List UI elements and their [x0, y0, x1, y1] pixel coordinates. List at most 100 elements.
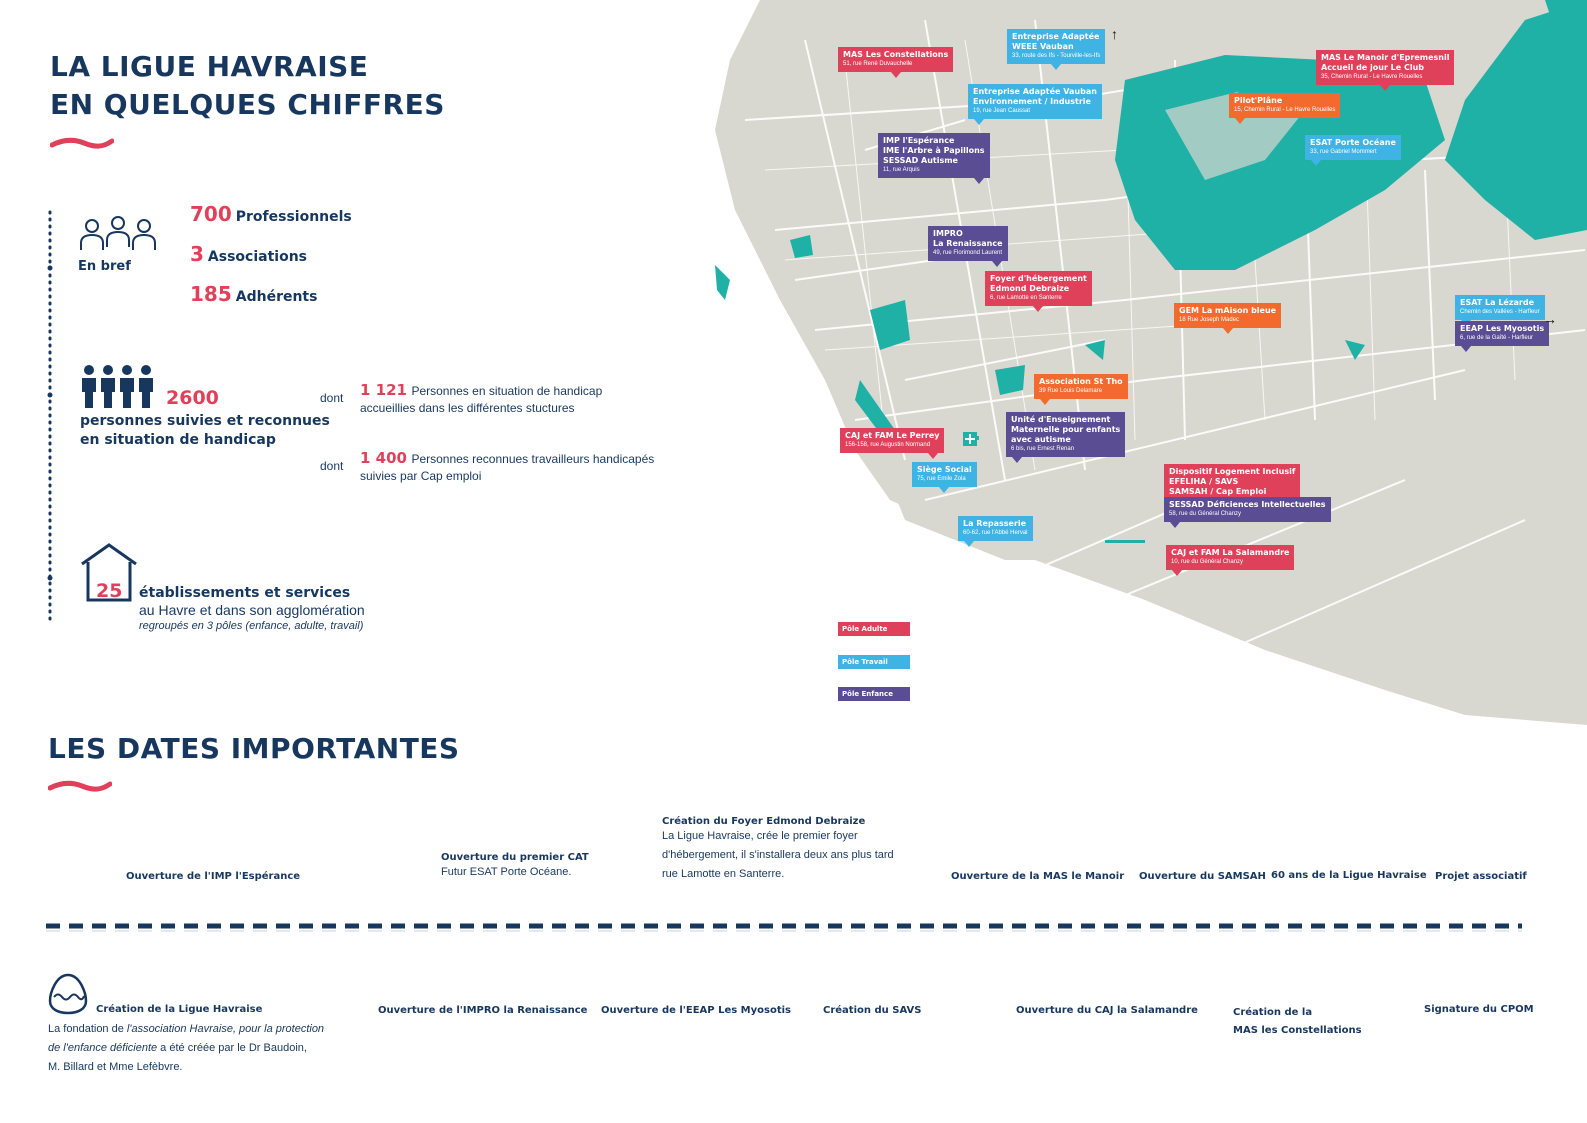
pin-address: 51, rue René Duvauchelle: [843, 61, 913, 67]
persons-group-icon: [82, 365, 153, 408]
pin-siege-social[interactable]: Siège Social 75, rue Emile Zola: [912, 462, 977, 493]
etablissements-line3: regroupés en 3 pôles (enfance, adulte, t…: [139, 620, 364, 632]
pin-entreprise-adaptee-vauban[interactable]: Entreprise Adaptée Vauban Environnement …: [968, 84, 1102, 125]
pin-address: 6, rue Lamotte en Santerre: [990, 295, 1062, 301]
stat-value: 185: [190, 282, 232, 306]
pin-address: 33, rue Gabriel Mommert: [1310, 149, 1377, 155]
arrow-up-icon: ↑: [1111, 26, 1118, 42]
date-samsah: Ouverture du SAMSAH: [1139, 871, 1266, 882]
pin-address: 18 Rue Joseph Madec: [1179, 317, 1240, 323]
stat-adherents: 185 Adhérents: [190, 282, 317, 306]
date-title: Ouverture du premier CAT: [441, 852, 589, 863]
pin-title: Siège Social: [917, 465, 972, 474]
title-underline-decoration: [50, 137, 114, 149]
pin-address: 49, rue Florimond Laurent: [933, 250, 1003, 256]
pin-title-2: La Renaissance: [933, 239, 1003, 248]
desc-italic-part: l'association Havraise, pour la protecti…: [126, 1023, 325, 1035]
bref-label: En bref: [78, 259, 131, 274]
pin-address: 156-158, rue Augustin Normand: [845, 442, 931, 448]
desc-line3: M. Billard et Mme Lefèbvre.: [48, 1061, 183, 1073]
date-foyer-debraize: Création du Foyer Edmond Debraize La Lig…: [662, 816, 920, 884]
etablissements-label: établissements et services au Havre et d…: [139, 585, 365, 632]
pin-mas-les-constellations[interactable]: MAS Les Constellations 51, rue René Duva…: [838, 47, 954, 78]
desc-part: a été créée par le Dr Baudoin,: [157, 1042, 307, 1054]
dont-label-2: dont: [320, 459, 344, 473]
date-impro-renaissance: Ouverture de l'IMPRO la Renaissance: [378, 1005, 588, 1016]
desc-part: La fondation de: [48, 1023, 127, 1035]
pin-caj-fam-salamandre[interactable]: CAJ et FAM La Salamandre 10, rue du Géné…: [1166, 545, 1295, 576]
pin-entreprise-adaptee-weee[interactable]: Entreprise Adaptée WEEE Vauban 33, route…: [1007, 29, 1106, 70]
pin-title: Entreprise Adaptée Vauban: [973, 87, 1097, 96]
pin-foyer-edmond-debraize[interactable]: Foyer d'hébergement Edmond Debraize 6, r…: [985, 271, 1092, 312]
pin-la-repasserie[interactable]: La Repasserie 60-62, rue l'Abbé Herval: [958, 516, 1033, 547]
dont-text-2b: suivies par Cap emploi: [360, 469, 482, 483]
date-cpom: Signature du CPOM: [1424, 1004, 1534, 1015]
pin-pilot-plane[interactable]: Pilot'Plâne 15, Chemin Rural - Le Havre …: [1229, 93, 1341, 124]
dont-block-1: 1 121 Personnes en situation de handicap…: [360, 381, 602, 417]
pin-address: 33, route des Ifs - Tourville-les-Ifs: [1012, 53, 1101, 59]
pin-title-2: Maternelle pour enfants: [1011, 425, 1121, 434]
pin-address: 6 bis, rue Ernest Renan: [1011, 446, 1075, 452]
date-creation-ligue: Création de la Ligue Havraise: [96, 1004, 263, 1015]
date-title: Création de la: [1233, 1007, 1313, 1018]
pin-imp-esperance[interactable]: IMP l'Espérance IME l'Arbre à Papillons …: [878, 133, 990, 184]
pin-title: Unité d'Enseignement: [1011, 415, 1111, 424]
desc-italic-part: de l'enfance déficiente: [48, 1042, 158, 1054]
dont-text-1a: Personnes en situation de handicap: [411, 384, 603, 398]
pin-eeap-les-myosotis[interactable]: EEAP Les Myosotis 6, rue de la Gaîté - H…: [1455, 321, 1550, 352]
dont-label-1: dont: [320, 391, 344, 405]
pin-mas-le-manoir[interactable]: MAS Le Manoir d'Epremesnil Accueil de jo…: [1316, 50, 1455, 91]
pin-esat-porte-oceane[interactable]: ESAT Porte Océane 33, rue Gabriel Mommer…: [1305, 135, 1401, 166]
stat-label: Associations: [207, 249, 307, 265]
pin-title: Association St Tho: [1039, 377, 1123, 386]
date-title: Création du Foyer Edmond Debraize: [662, 816, 866, 827]
pin-title: EEAP Les Myosotis: [1460, 324, 1545, 333]
pin-esat-la-lezarde[interactable]: ESAT La Lézarde Chemin des Vallées - Har…: [1455, 295, 1545, 326]
stat-professionnels: 700 Professionnels: [190, 202, 352, 226]
staff-people-icon: [80, 216, 156, 250]
pin-gem-maison-bleue[interactable]: GEM La mAison bleue 18 Rue Joseph Madec: [1174, 303, 1282, 334]
date-mas-constellations: Création de la MAS les Constellations: [1233, 1004, 1362, 1040]
pin-caj-fam-le-perrey[interactable]: CAJ et FAM Le Perrey 156-158, rue August…: [840, 428, 945, 459]
dates-title: LES DATES IMPORTANTES: [48, 732, 460, 765]
dates-timeline-dashed-line: [46, 923, 1522, 932]
pin-impro-renaissance[interactable]: IMPRO La Renaissance 49, rue Florimond L…: [928, 226, 1008, 267]
title-line-2: EN QUELQUES CHIFFRES: [50, 88, 445, 121]
suivies-label-line1: personnes suivies et reconnues: [80, 413, 330, 429]
pin-title: GEM La mAison bleue: [1179, 306, 1277, 315]
page-title: LA LIGUE HAVRAISE EN QUELQUES CHIFFRES: [50, 48, 445, 124]
suivies-value: 2600: [166, 387, 219, 409]
suivies-label: personnes suivies et reconnues en situat…: [80, 412, 330, 450]
pin-title-3: SESSAD Autisme: [883, 156, 958, 165]
pin-title: MAS Le Manoir d'Epremesnil: [1321, 53, 1450, 62]
date-eeap-myosotis: Ouverture de l'EEAP Les Myosotis: [601, 1005, 791, 1016]
date-premier-cat: Ouverture du premier CAT Futur ESAT Port…: [441, 852, 589, 882]
date-title-2: MAS les Constellations: [1233, 1025, 1362, 1036]
date-imp-esperance: Ouverture de l'IMP l'Espérance: [126, 871, 301, 882]
pin-dispositif-logement[interactable]: Dispositif Logement Inclusif EFELIHA / S…: [1164, 464, 1301, 504]
pin-association-st-tho[interactable]: Association St Tho 39 Rue Louis Delamare: [1034, 374, 1128, 405]
pin-title: ESAT Porte Océane: [1310, 138, 1396, 147]
pin-address: Chemin des Vallées - Harfleur: [1460, 309, 1540, 315]
pin-title-2: IME l'Arbre à Papillons: [883, 146, 985, 155]
pin-title-3: SAMSAH / Cap Emploi: [1169, 487, 1267, 496]
pin-title-2: EFELIHA / SAVS: [1169, 477, 1239, 486]
legend-pole-travail: Pôle Travail: [838, 655, 910, 669]
etablissements-value: 25: [96, 580, 123, 602]
map-le-havre: [705, 0, 1587, 725]
pin-address: 39 Rue Louis Delamare: [1039, 388, 1103, 394]
pin-title: IMPRO: [933, 229, 963, 238]
pin-title: IMP l'Espérance: [883, 136, 955, 145]
pin-address: 6, rue de la Gaîté - Harfleur: [1460, 335, 1534, 341]
pin-title: Foyer d'hébergement: [990, 274, 1087, 283]
dont-value-1: 1 121: [360, 381, 407, 399]
date-creation-ligue-desc: La fondation de l'association Havraise, …: [48, 1020, 338, 1077]
pin-title: ESAT La Lézarde: [1460, 298, 1534, 307]
date-desc-line2: d'hébergement, il s'installera deux ans …: [662, 849, 894, 861]
pin-unite-enseignement[interactable]: Unité d'Enseignement Maternelle pour enf…: [1006, 412, 1126, 463]
legend-pole-adulte: Pôle Adulte: [838, 622, 910, 636]
pin-address: 58, rue du Général Chanzy: [1169, 511, 1242, 517]
dont-block-2: 1 400 Personnes reconnues travailleurs h…: [360, 449, 654, 485]
pin-sessad-deficiences[interactable]: SESSAD Déficiences Intellectuelles 58, r…: [1164, 497, 1331, 528]
title-line-1: LA LIGUE HAVRAISE: [50, 50, 369, 83]
